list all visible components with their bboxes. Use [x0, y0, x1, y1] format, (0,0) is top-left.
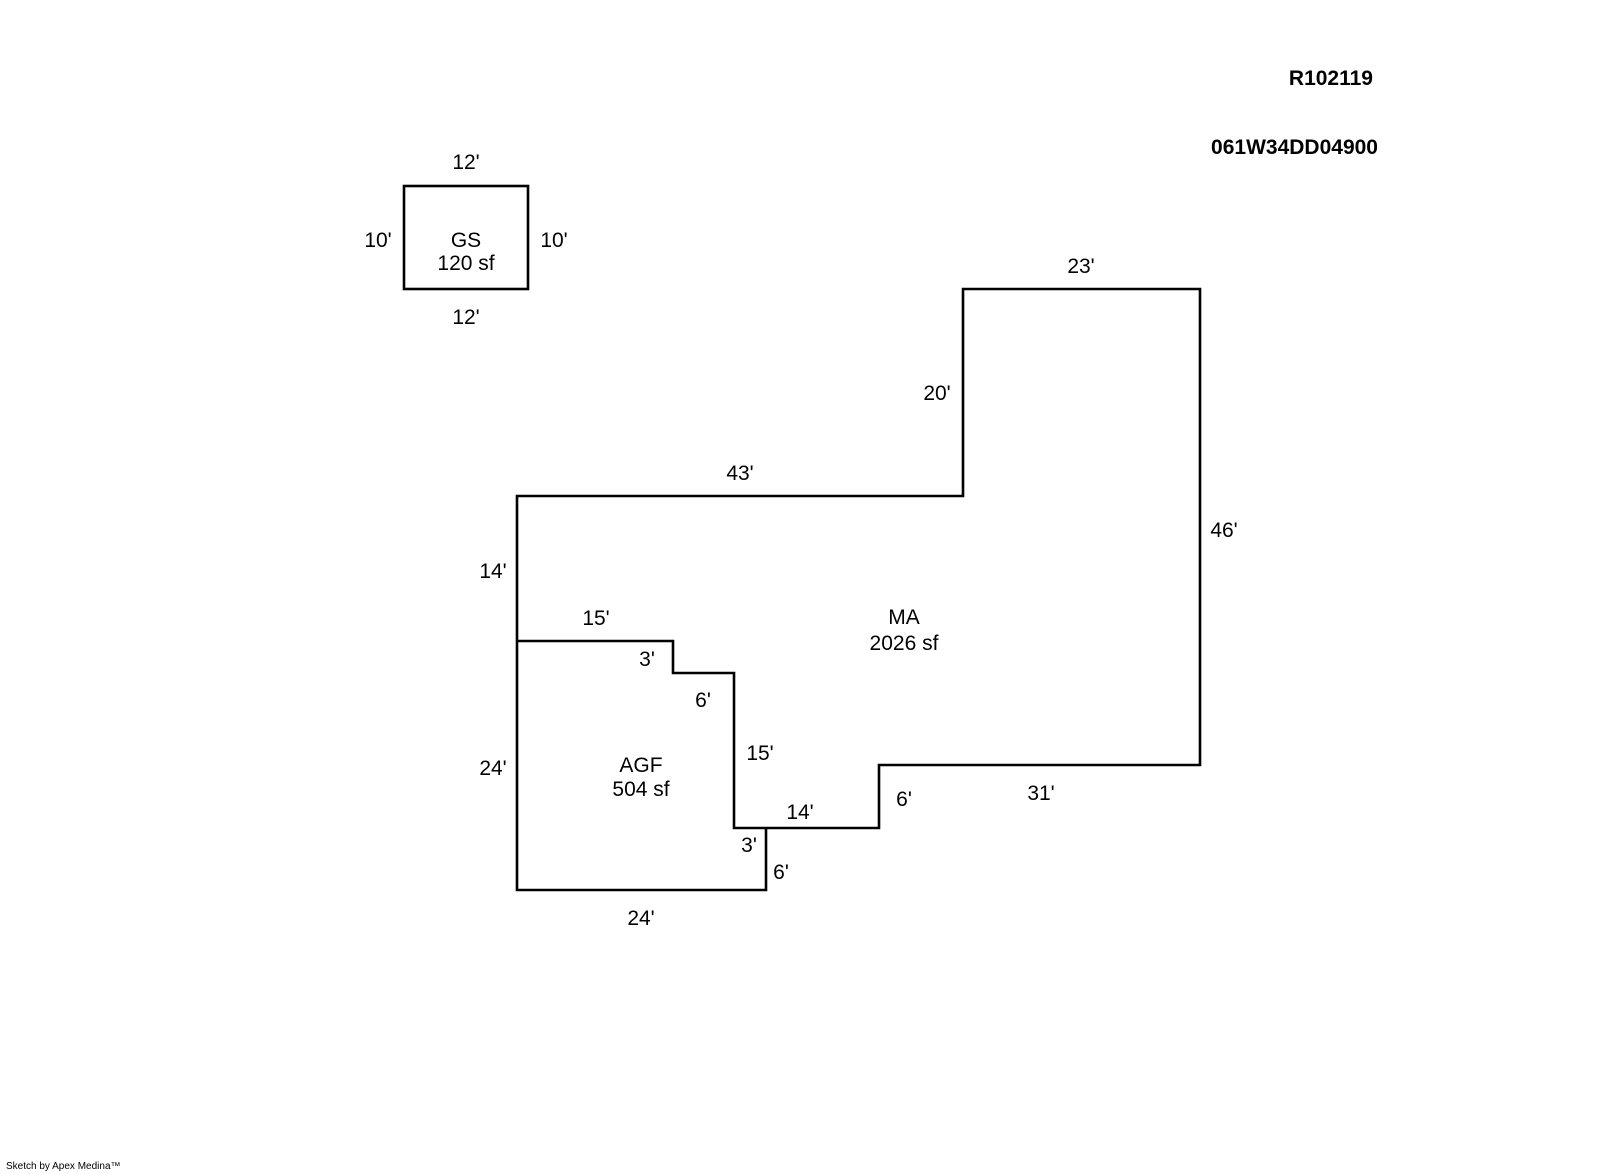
agf-dim-right: 15' — [746, 742, 773, 765]
agf-dim-step1-vertical: 3' — [639, 648, 655, 671]
gs-area: 120 sf — [437, 252, 494, 275]
gs-code: GS — [451, 229, 481, 252]
ma-dim-step-right: 6' — [896, 788, 912, 811]
agf-outline — [515, 641, 768, 892]
agf-dim-left: 24' — [479, 757, 506, 780]
ma-dim-top-left: 43' — [726, 462, 753, 485]
ma-area: 2026 sf — [870, 632, 939, 655]
ma-dim-right: 46' — [1210, 519, 1237, 542]
agf-dim-corner-right: 6' — [773, 861, 789, 884]
ma-dim-bottom-middle: 14' — [786, 801, 813, 824]
agf-area: 504 sf — [612, 778, 669, 801]
ma-dim-notch-vertical: 20' — [923, 382, 950, 405]
gs-outline — [402, 184, 530, 291]
record-id: R102119 — [1289, 67, 1373, 90]
gs-dim-left: 10' — [364, 229, 391, 252]
ma-code: MA — [888, 606, 920, 629]
agf-dim-corner-top: 3' — [741, 834, 757, 857]
ma-dim-bottom-right: 31' — [1027, 782, 1054, 805]
gs-dim-right: 10' — [540, 229, 567, 252]
gs-dim-bottom: 12' — [452, 306, 479, 329]
gs-dim-top: 12' — [452, 151, 479, 174]
agf-dim-step1-horizontal: 6' — [695, 689, 711, 712]
agf-code: AGF — [619, 754, 662, 777]
ma-dim-top-right: 23' — [1067, 255, 1094, 278]
ma-dim-left-upper: 14' — [479, 560, 506, 583]
ma-outline — [515, 287, 1202, 830]
agf-dim-bottom: 24' — [627, 907, 654, 930]
footer-credit: Sketch by Apex Medina™ — [6, 1161, 121, 1172]
parcel-id: 061W34DD04900 — [1211, 136, 1378, 159]
agf-dim-top: 15' — [582, 607, 609, 630]
